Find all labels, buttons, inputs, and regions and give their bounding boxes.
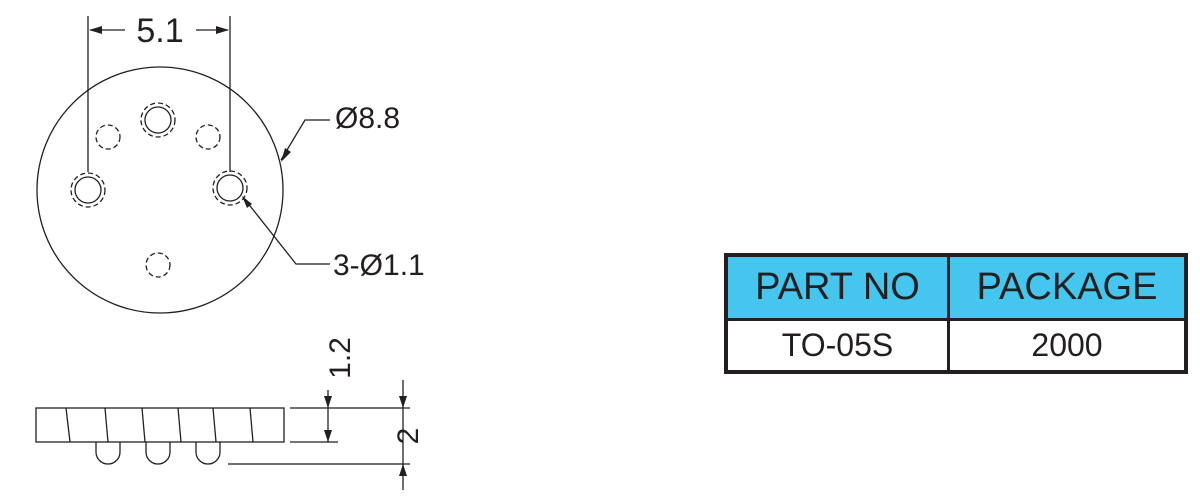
cell-part-no: TO-05S	[728, 321, 950, 370]
small-hole	[195, 124, 221, 150]
total-height-label: 2	[392, 428, 425, 445]
part-table: PART NO PACKAGE TO-05S 2000	[724, 253, 1188, 374]
large-hole	[70, 172, 106, 208]
pin	[145, 442, 171, 465]
large-hole	[212, 170, 248, 206]
pin	[95, 442, 121, 465]
hole-spacing-label: 5.1	[136, 12, 183, 50]
header-part-no: PART NO	[728, 257, 950, 321]
arrowhead	[89, 26, 102, 34]
arrowhead	[324, 396, 332, 408]
outer-diameter-label: Ø8.8	[335, 102, 400, 135]
large-hole	[140, 102, 176, 138]
arrowhead	[216, 26, 229, 34]
arrowhead	[324, 430, 332, 442]
leader-line	[280, 119, 330, 161]
side-view-body	[35, 407, 285, 443]
leader-line	[242, 196, 330, 265]
header-package: PACKAGE	[950, 257, 1184, 321]
cell-package: 2000	[1031, 327, 1103, 363]
arrowhead	[281, 148, 291, 162]
arrowhead	[399, 464, 407, 476]
thickness-label: 1.2	[324, 337, 357, 379]
washer-outline	[36, 66, 284, 314]
pin	[195, 442, 221, 465]
arrowhead	[242, 196, 252, 208]
small-hole	[145, 252, 171, 278]
arrowhead	[399, 396, 407, 408]
small-hole	[95, 124, 121, 150]
hole-callout-label: 3-Ø1.1	[333, 249, 425, 282]
